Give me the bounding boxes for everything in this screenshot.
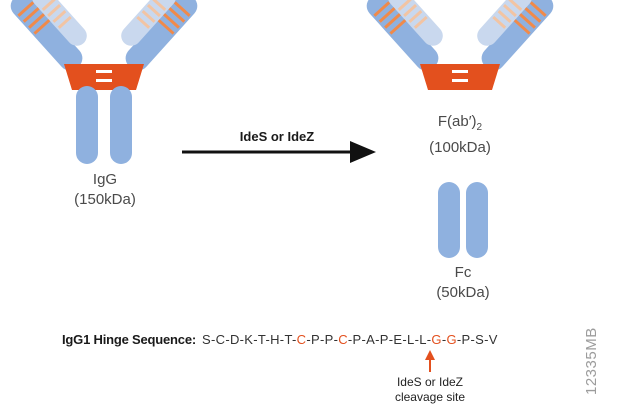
- hinge-separator: -: [253, 332, 258, 347]
- hinge-residue: D: [229, 332, 240, 347]
- hinge-residue: H: [270, 332, 280, 347]
- fab2-name-main: F(ab′): [437, 113, 477, 130]
- hinge-residue: C: [296, 332, 307, 347]
- hinge-separator: -: [306, 332, 311, 347]
- hinge-residue: P: [352, 332, 362, 347]
- hinge-residue: C: [338, 332, 348, 347]
- fab2-name: F(ab′)2: [410, 112, 510, 138]
- hinge-separator: -: [388, 332, 394, 347]
- hinge-residue: L: [419, 332, 427, 347]
- hinge-separator: -: [375, 332, 380, 347]
- cleavage-line-1: IdeS or IdeZ: [396, 375, 464, 389]
- hinge-residue: P: [461, 332, 471, 347]
- hinge-separator: -: [210, 332, 216, 347]
- hinge-separator: -: [470, 332, 476, 347]
- hinge-separator: -: [456, 332, 462, 347]
- hinge-residue: P: [324, 332, 334, 347]
- fc-fragment: [438, 182, 488, 258]
- fab2-label: F(ab′)2 (100kDa): [410, 112, 510, 158]
- hinge-separator: -: [239, 332, 245, 347]
- hinge-residue: E: [393, 332, 403, 347]
- hinge-separator: -: [441, 332, 447, 347]
- fab2-name-subscript: 2: [476, 122, 483, 133]
- hinge-residue: S: [201, 332, 211, 347]
- hinge-residue: P: [379, 332, 389, 347]
- fc-mass: (50kDa): [436, 284, 490, 301]
- hinge-separator: -: [347, 332, 353, 347]
- hinge-sequence-residues: S-C-D-K-T-H-T-C-P-P-C-P-A-P-E-L-L-G-G-P-…: [202, 332, 498, 347]
- hinge-residue: L: [407, 332, 415, 347]
- fab2-fragment: [360, 0, 560, 90]
- hinge-separator: -: [361, 332, 367, 347]
- fc-name: Fc: [454, 264, 472, 281]
- figure-id: 12335MB: [583, 327, 600, 395]
- hinge-residue: S: [475, 332, 485, 347]
- fc-label: Fc (50kDa): [415, 263, 511, 303]
- hinge-separator: -: [484, 332, 489, 347]
- igg-name: IgG: [92, 171, 118, 188]
- hinge-sequence-title: IgG1 Hinge Sequence:: [62, 332, 196, 347]
- hinge-separator: -: [402, 332, 408, 347]
- hinge-residue: V: [488, 332, 498, 347]
- hinge-residue: K: [244, 332, 254, 347]
- cleavage-line-2: cleavage site: [394, 390, 466, 404]
- hinge-residue: G: [446, 332, 457, 347]
- fab2-mass: (100kDa): [429, 139, 491, 156]
- hinge-residue: T: [284, 332, 292, 347]
- hinge-residue: A: [366, 332, 376, 347]
- hinge-separator: -: [319, 332, 325, 347]
- hinge-sequence-line: IgG1 Hinge Sequence:S-C-D-K-T-H-T-C-P-P-…: [62, 332, 498, 347]
- hinge-separator: -: [279, 332, 285, 347]
- hinge-separator: -: [291, 332, 297, 347]
- hinge-residue: C: [215, 332, 226, 347]
- hinge-separator: -: [225, 332, 230, 347]
- hinge-separator: -: [265, 332, 271, 347]
- hinge-separator: -: [333, 332, 339, 347]
- hinge-separator: -: [426, 332, 432, 347]
- hinge-residue: G: [431, 332, 442, 347]
- igg-antibody: [4, 0, 204, 164]
- igg-label: IgG (150kDa): [60, 170, 150, 210]
- hinge-residue: T: [257, 332, 266, 347]
- cleavage-site-label: IdeS or IdeZ cleavage site: [385, 375, 475, 405]
- reaction-arrow: [182, 141, 376, 163]
- hinge-residue: P: [310, 332, 320, 347]
- cleavage-arrow: [425, 350, 435, 372]
- hinge-separator: -: [414, 332, 420, 347]
- enzyme-label: IdeS or IdeZ: [239, 129, 315, 144]
- igg-mass: (150kDa): [74, 191, 136, 208]
